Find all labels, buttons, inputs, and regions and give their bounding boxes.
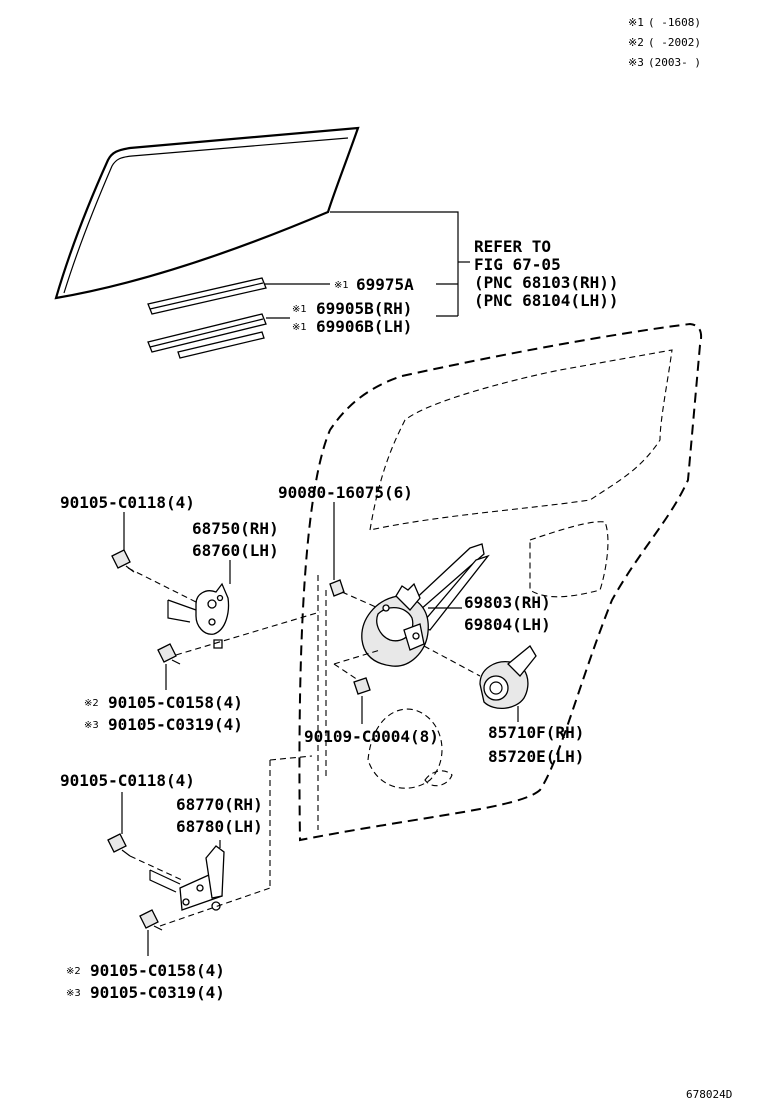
part-labels: REFER TO FIG 67-05 (PNC 68103(RH)) (PNC … [60, 237, 732, 1101]
label-motor-rh: 85710F(RH) [488, 723, 584, 742]
notes-legend: ※1 ( -1608) ※2 ( -2002) ※3 (2003- ) [628, 16, 701, 69]
label-regulator-rh: 69803(RH) [464, 593, 551, 612]
weatherstrip-drawing [147, 277, 267, 359]
label-bolt-upper-hinge: 90105-C0118(4) [60, 493, 195, 512]
label-69906b: 69906B(LH) [316, 317, 412, 336]
label-lower-bolt-2-mark: ※2 [66, 966, 81, 977]
label-lower-hinge-lh: 68780(LH) [176, 817, 263, 836]
label-upper-bolt-3-mark: ※3 [84, 720, 99, 731]
label-lower-hinge-rh: 68770(RH) [176, 795, 263, 814]
bolts-drawing [107, 549, 371, 931]
label-69906b-mark: ※1 [292, 322, 307, 333]
label-upper-hinge-lh: 68760(LH) [192, 541, 279, 560]
label-upper-hinge-rh: 68750(RH) [192, 519, 279, 538]
regulator-motor-drawing [479, 645, 537, 709]
label-69975a-mark: ※1 [334, 280, 349, 291]
note-3-mark: ※3 [628, 56, 644, 69]
upper-hinge-drawing [195, 582, 230, 649]
label-upper-bolt-2: 90105-C0158(4) [108, 693, 243, 712]
label-lower-bolt-3-mark: ※3 [66, 988, 81, 999]
label-bolt-regulator: 90109-C0004(8) [304, 727, 439, 746]
refer-line-3: (PNC 68103(RH)) [474, 273, 619, 292]
refer-line-4: (PNC 68104(LH)) [474, 291, 619, 310]
note-2-range: ( -2002) [648, 36, 701, 49]
leader-lines [121, 211, 519, 956]
label-69905b: 69905B(RH) [316, 299, 412, 318]
label-lower-bolt-2: 90105-C0158(4) [90, 961, 225, 980]
window-regulator-drawing [361, 543, 490, 667]
label-regulator-lh: 69804(LH) [464, 615, 551, 634]
figure-id: 678024D [686, 1088, 732, 1101]
label-69975a: 69975A [356, 275, 414, 294]
refer-line-1: REFER TO [474, 237, 551, 256]
note-3-range: (2003- ) [648, 56, 701, 69]
label-upper-bolt-2-mark: ※2 [84, 698, 99, 709]
door-panel-drawing [298, 322, 703, 842]
refer-line-2: FIG 67-05 [474, 255, 561, 274]
label-bolt-door-upper: 90080-16075(6) [278, 483, 413, 502]
label-lower-bolt-3: 90105-C0319(4) [90, 983, 225, 1002]
label-bolt-lower-hinge: 90105-C0118(4) [60, 771, 195, 790]
note-2-mark: ※2 [628, 36, 644, 49]
note-1-range: ( -1608) [648, 16, 701, 29]
label-69905b-mark: ※1 [292, 304, 307, 315]
door-glass-drawing [54, 126, 360, 300]
note-1-mark: ※1 [628, 16, 644, 29]
label-motor-lh: 85720E(LH) [488, 747, 584, 766]
label-upper-bolt-3: 90105-C0319(4) [108, 715, 243, 734]
lower-hinge-drawing [179, 845, 225, 911]
